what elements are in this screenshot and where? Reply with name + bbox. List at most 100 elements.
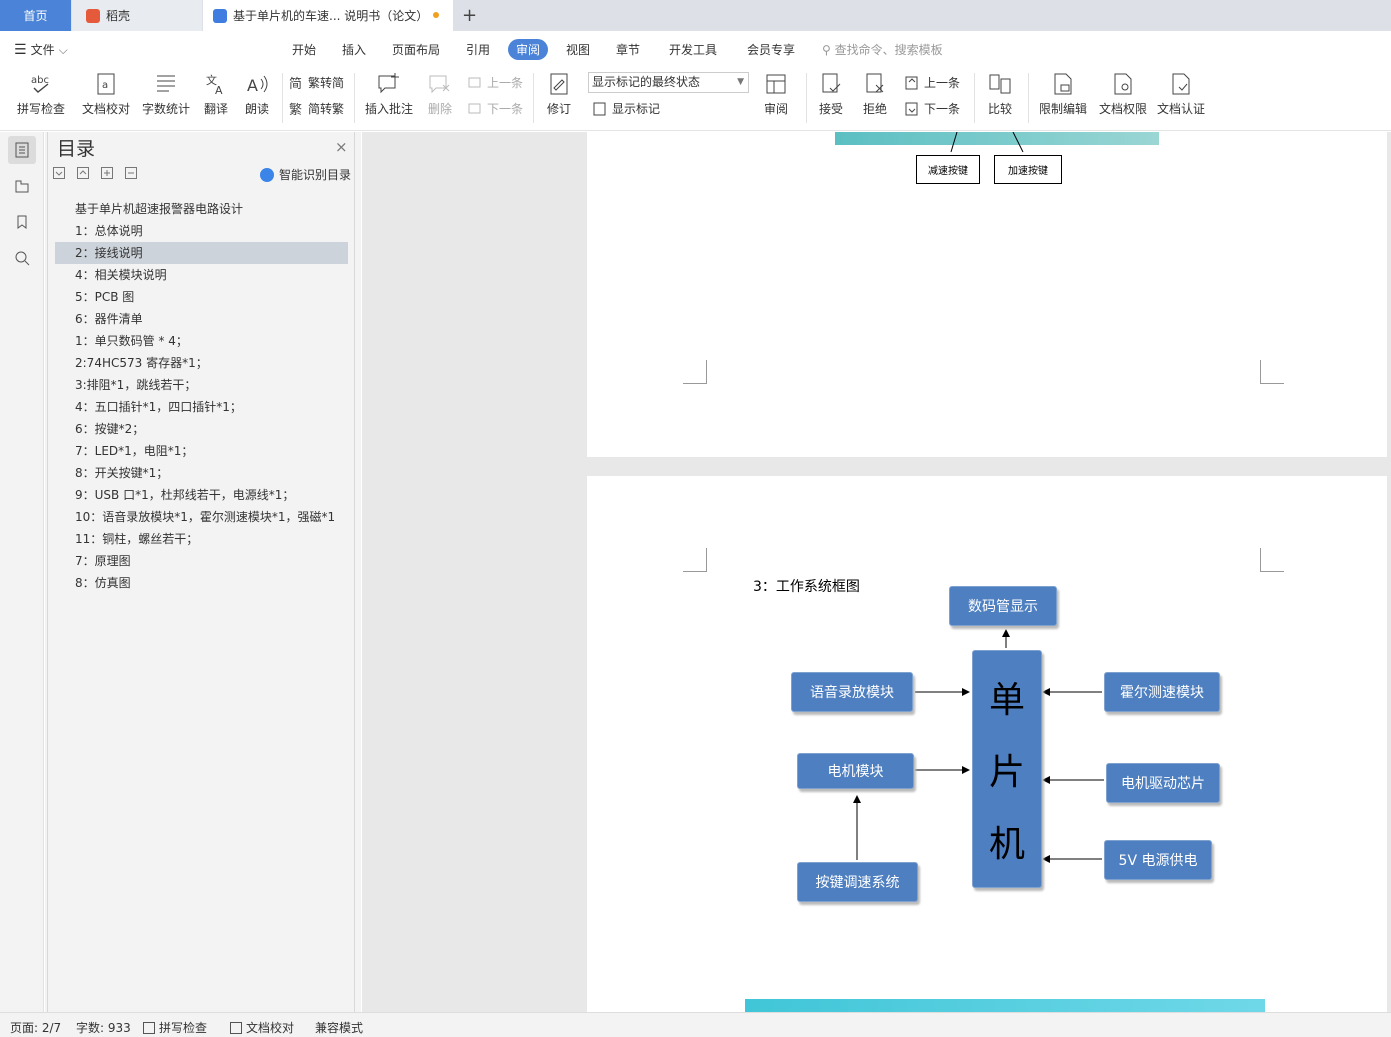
toc-panel-button[interactable]	[8, 136, 36, 164]
expand-all-icon[interactable]	[77, 167, 89, 179]
word-count[interactable]: 字数: 933	[76, 1021, 131, 1035]
new-tab-button[interactable]: +	[462, 0, 482, 31]
bookmark-button[interactable]	[8, 208, 36, 236]
simp-to-trad-button[interactable]: 繁 简转繁	[288, 100, 344, 117]
word-count-icon	[157, 75, 175, 92]
delete-comment-button[interactable]: 删除	[422, 71, 458, 117]
status-spell-check[interactable]: 拼写检查	[143, 1019, 207, 1036]
command-search-placeholder: 查找命令、搜索模板	[834, 43, 943, 57]
markup-state-select[interactable]: 显示标记的最终状态 ▼	[588, 72, 749, 93]
document-canvas: 减速按键 加速按键 3：工作系统框图 数码管显示 单 片 机 语音录放模块 电机…	[362, 132, 1391, 1012]
smart-toc-button[interactable]: 智能识别目录	[260, 166, 351, 183]
comment-add-icon	[378, 73, 399, 94]
toc-item[interactable]: 2：接线说明	[55, 242, 348, 264]
connector-lines	[950, 132, 1024, 153]
spell-check-button[interactable]: abc 拼写检查	[12, 71, 70, 117]
toc-item[interactable]: 1：总体说明	[75, 224, 143, 238]
status-proof-label: 文档校对	[246, 1021, 295, 1035]
tab-home[interactable]: 首页	[0, 0, 71, 31]
toc-item[interactable]: 8：仿真图	[75, 576, 131, 590]
doc-proof-button[interactable]: a 文档校对	[80, 71, 132, 117]
tab-home-label: 首页	[23, 9, 48, 23]
smart-toc-label: 智能识别目录	[279, 168, 352, 182]
next-comment-label: 下一条	[487, 102, 524, 116]
menu-references[interactable]: 引用	[466, 43, 491, 57]
prev-comment-button[interactable]: 上一条	[467, 74, 523, 91]
chapter-icon	[15, 180, 29, 193]
chapter-nav-button[interactable]	[8, 172, 36, 200]
compare-button[interactable]: 比较	[980, 71, 1020, 117]
accept-button[interactable]: 接受	[812, 71, 850, 117]
next-comment-button[interactable]: 下一条	[467, 100, 523, 117]
menu-developer[interactable]: 开发工具	[669, 43, 718, 57]
page-1: 减速按键 加速按键	[587, 132, 1387, 457]
review-pane-button[interactable]: 审阅	[756, 71, 796, 117]
tab-daoke[interactable]: 稻壳	[72, 0, 202, 31]
menu-page-layout[interactable]: 页面布局	[392, 43, 441, 57]
compare-label: 比较	[987, 102, 1012, 116]
toc-item[interactable]: 7：LED*1，电阻*1；	[75, 444, 194, 458]
toc-item[interactable]: 7：原理图	[75, 554, 131, 568]
menu-review[interactable]: 审阅	[508, 39, 549, 60]
restrict-editing-button[interactable]: 限制编辑	[1036, 71, 1090, 117]
ribbon-separator	[533, 73, 534, 123]
page-corner-mark	[1260, 548, 1284, 572]
menu-chapter[interactable]: 章节	[616, 43, 641, 57]
reject-button[interactable]: 拒绝	[856, 71, 894, 117]
svg-text:繁: 繁	[289, 102, 302, 117]
tab-document[interactable]: 基于单片机的车速... 说明书（论文）	[203, 0, 453, 31]
toc-item[interactable]: 4：五口插针*1，四口插针*1；	[75, 400, 242, 414]
doc-permission-button[interactable]: 文档权限	[1096, 71, 1150, 117]
toc-item[interactable]: 3:排阻*1，跳线若干；	[75, 378, 197, 392]
command-search[interactable]: ⚲ 查找命令、搜索模板	[822, 41, 943, 58]
lock-document-icon	[1054, 73, 1072, 95]
toc-item[interactable]: 10：语音录放模块*1，霍尔测速模块*1，强磁*1	[75, 510, 336, 524]
toc-item[interactable]: 8：开关按键*1；	[75, 466, 169, 480]
prev-change-icon	[905, 76, 918, 89]
close-icon[interactable]: ×	[335, 138, 348, 156]
insert-comment-button[interactable]: 插入批注	[362, 71, 416, 117]
add-level-icon[interactable]	[101, 167, 113, 179]
remove-level-icon[interactable]	[125, 167, 137, 179]
power-supply-block: 5V 电源供电	[1104, 840, 1212, 880]
ribbon-separator	[806, 73, 807, 123]
menu-member[interactable]: 会员专享	[747, 43, 796, 57]
toc-item[interactable]: 4：相关模块说明	[75, 268, 167, 282]
toc-item[interactable]: 2:74HC573 寄存器*1；	[75, 356, 208, 370]
hall-sensor-block: 霍尔测速模块	[1104, 672, 1220, 712]
prev-change-button[interactable]: 上一条	[904, 74, 960, 91]
menu-start[interactable]: 开始	[292, 43, 317, 57]
toc-item[interactable]: 1：单只数码管 * 4；	[75, 334, 188, 348]
trad-to-simp-button[interactable]: 简 繁转简	[288, 74, 344, 91]
find-button[interactable]	[8, 244, 36, 272]
toc-item[interactable]: 6：按键*2；	[75, 422, 145, 436]
show-markup-button[interactable]: 显示标记	[592, 100, 660, 117]
page-corner-mark	[1260, 360, 1284, 384]
toc-item[interactable]: 6：器件清单	[75, 312, 143, 326]
toc-item[interactable]: 9：USB 口*1，杜邦线若干，电源线*1；	[75, 488, 295, 502]
daoke-icon	[86, 8, 100, 23]
track-changes-button[interactable]: 修订	[540, 71, 578, 117]
ribbon-separator	[974, 73, 975, 123]
next-change-button[interactable]: 下一条	[904, 100, 960, 117]
collapse-all-icon[interactable]	[53, 167, 65, 179]
mcu-char: 机	[988, 824, 1025, 865]
search-icon	[15, 251, 30, 266]
doc-certify-button[interactable]: 文档认证	[1154, 71, 1208, 117]
read-aloud-button[interactable]: A 朗读	[242, 71, 272, 117]
menu-insert[interactable]: 插入	[342, 43, 367, 57]
insert-comment-label: 插入批注	[364, 102, 413, 116]
svg-text:abc: abc	[31, 75, 49, 86]
status-doc-proof[interactable]: 文档校对	[230, 1019, 294, 1036]
doc-permission-label: 文档权限	[1098, 102, 1147, 116]
toc-item[interactable]: 5：PCB 图	[75, 290, 135, 304]
toc-item[interactable]: 基于单片机超速报警器电路设计	[75, 202, 244, 216]
menu-view[interactable]: 视图	[566, 43, 591, 57]
page-indicator[interactable]: 页面: 2/7	[10, 1021, 62, 1035]
toc-item[interactable]: 11：铜柱，螺丝若干；	[75, 532, 199, 546]
ribbon-separator	[354, 73, 355, 123]
file-menu[interactable]: ☰文件⌵	[14, 41, 68, 58]
word-count-button[interactable]: 字数统计	[140, 71, 192, 117]
